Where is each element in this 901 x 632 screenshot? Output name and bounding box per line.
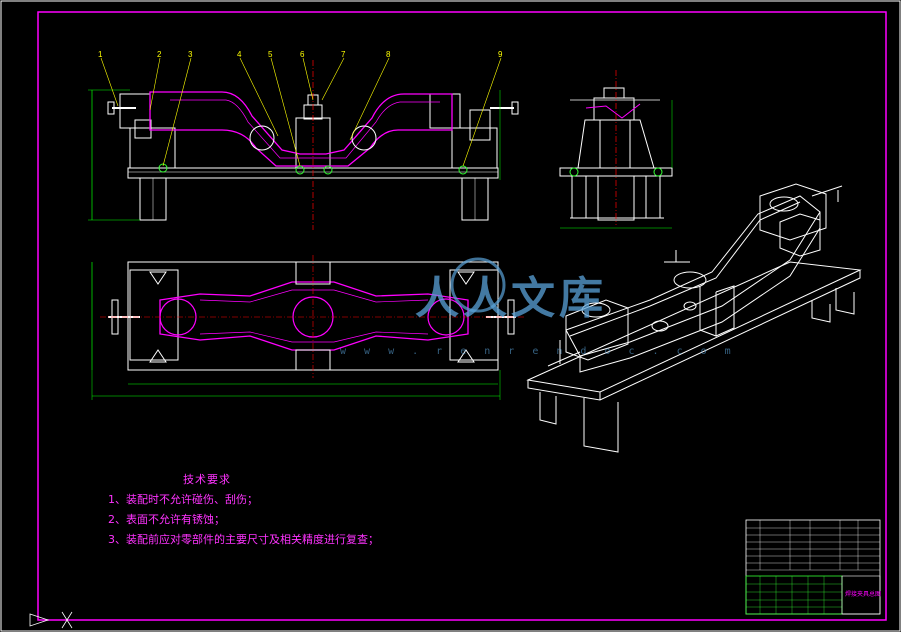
balloon-2: 2 (157, 50, 162, 59)
tech-req-title: 技术要求 (183, 473, 231, 486)
balloon-3: 3 (188, 50, 193, 59)
tech-req-item-3: 3、装配前应对零部件的主要尺寸及相关精度进行复查； (108, 533, 379, 546)
projection-symbol (29, 611, 73, 629)
balloon-1: 1 (98, 50, 103, 59)
balloon-9: 9 (498, 50, 503, 59)
balloon-leaders (100, 57, 502, 167)
tech-req-item-1: 1、装配时不允许碰伤、刮伤； (108, 493, 258, 506)
front-view (88, 60, 519, 230)
watermark-logo (450, 257, 506, 313)
watermark-text: 人人文库 (415, 273, 607, 324)
technical-requirements: 技术要求 1、装配时不允许碰伤、刮伤； 2、表面不允许有锈蚀； 3、装配前应对零… (108, 470, 379, 550)
isometric-view (526, 183, 862, 453)
watermark-url: w w w . r e n r e n d o c . c o m (340, 346, 737, 357)
balloon-7: 7 (341, 50, 346, 59)
balloon-5: 5 (268, 50, 273, 59)
side-view (559, 70, 673, 229)
top-view (91, 255, 525, 400)
balloon-6: 6 (300, 50, 305, 59)
title-block: 焊接夹具总图 (745, 519, 881, 615)
balloon-8: 8 (386, 50, 391, 59)
balloon-labels: 1 2 3 4 5 6 7 8 9 (98, 50, 503, 59)
balloon-4: 4 (237, 50, 242, 59)
tech-req-item-2: 2、表面不允许有锈蚀； (108, 513, 225, 526)
title-block-name: 焊接夹具总图 (845, 590, 881, 598)
inner-frame (37, 11, 887, 621)
